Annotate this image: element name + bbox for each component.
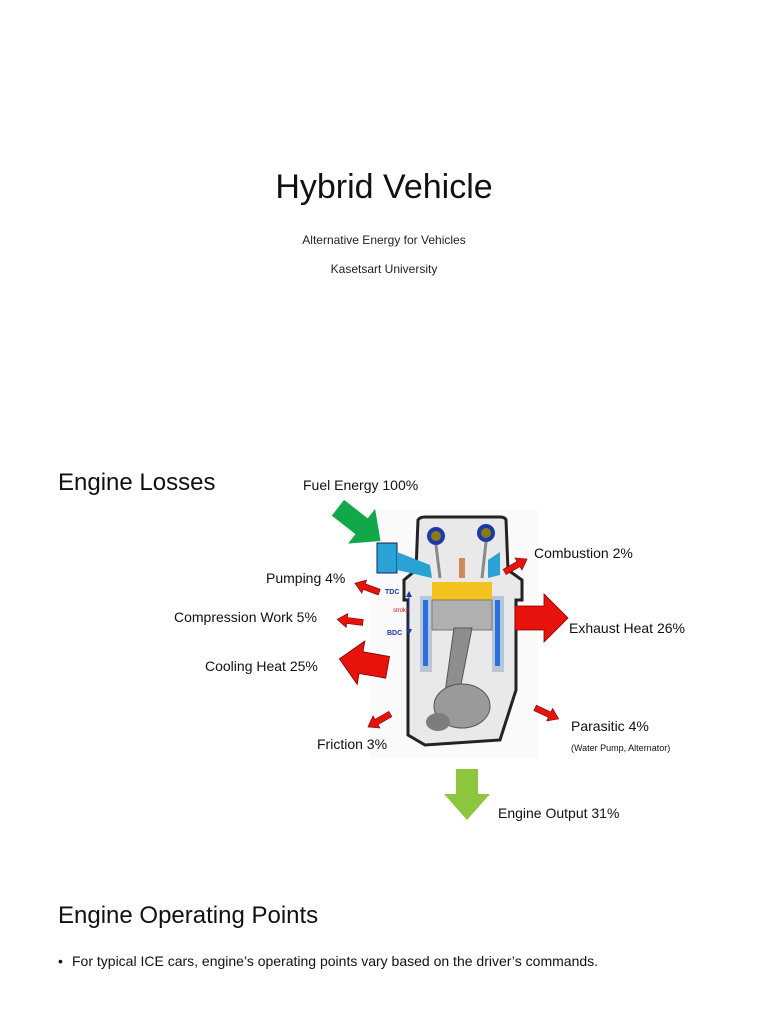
slide-title: Hybrid Vehicle <box>275 168 493 206</box>
stroke-label: stroke <box>393 608 410 614</box>
friction-label: Friction 3% <box>317 736 388 752</box>
pumping-label: Pumping 4% <box>266 570 346 586</box>
exhaust-heat-arrow <box>514 593 569 643</box>
compression-arrow <box>336 613 364 629</box>
slide-institution: Kasetsart University <box>330 262 438 276</box>
tdc-label: TDC <box>385 589 399 596</box>
parasitic-label: Parasitic 4% <box>571 718 649 734</box>
bullet-dot: • <box>58 953 63 969</box>
engine-illustration: TDC stroke BDC <box>370 510 538 758</box>
cooling-heat-arrow <box>338 640 390 686</box>
combustion-label: Combustion 2% <box>534 545 633 561</box>
bdc-label: BDC <box>387 630 402 637</box>
slide-subtitle: Alternative Energy for Vehicles <box>302 233 466 247</box>
combustion-arrow <box>502 557 528 576</box>
fuel-energy-label: Fuel Energy 100% <box>303 477 419 493</box>
bullet-text: For typical ICE cars, engine’s operating… <box>72 953 599 969</box>
operating-points-heading: Engine Operating Points <box>58 902 319 929</box>
fuel-energy-arrow <box>331 499 381 544</box>
exhaust-heat-label: Exhaust Heat 26% <box>569 620 685 636</box>
pumping-arrow <box>354 579 381 596</box>
parasitic-arrow <box>533 704 560 722</box>
engine-output-arrow <box>444 769 490 820</box>
compression-work-label: Compression Work 5% <box>174 609 317 625</box>
engine-losses-heading: Engine Losses <box>58 469 216 496</box>
engine-output-label: Engine Output 31% <box>498 805 620 821</box>
friction-arrow <box>367 710 393 729</box>
parasitic-note: (Water Pump, Alternator) <box>571 743 671 753</box>
bullet-item: • For typical ICE cars, engine’s operatin… <box>58 953 598 969</box>
cooling-heat-label: Cooling Heat 25% <box>205 658 318 674</box>
